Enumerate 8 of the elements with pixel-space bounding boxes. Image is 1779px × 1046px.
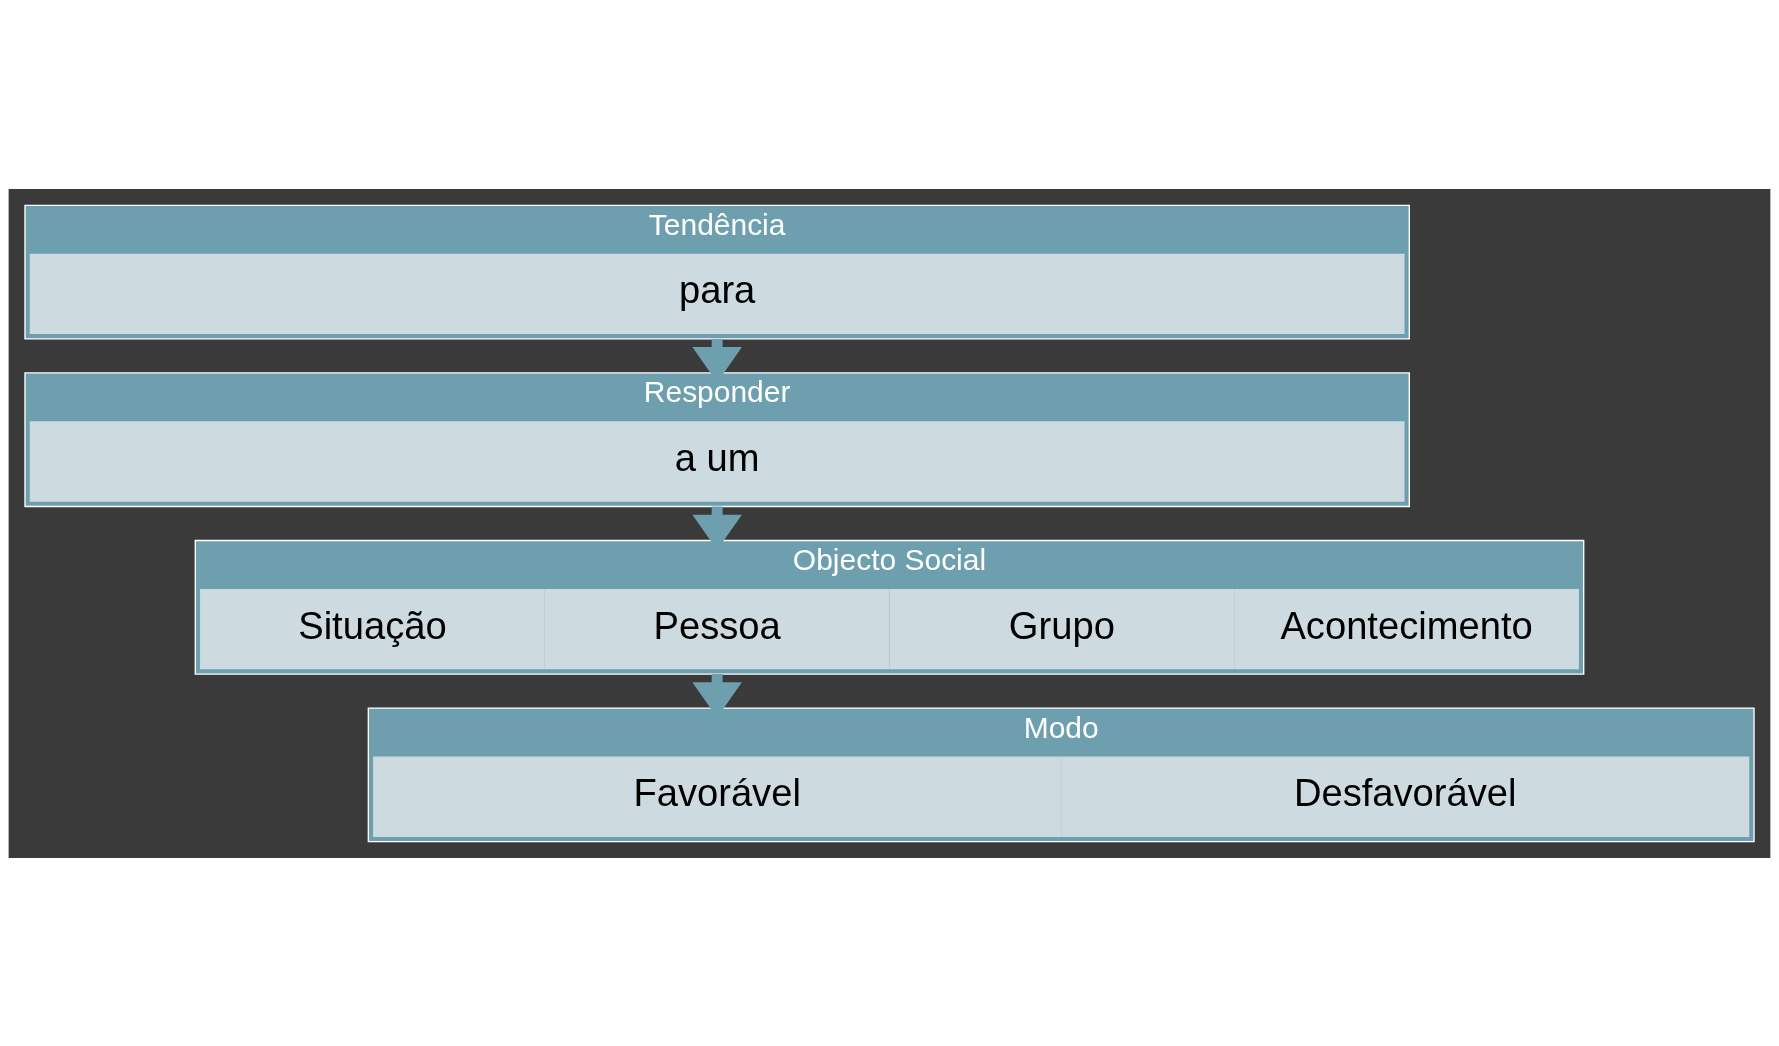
node-box: Acontecimento bbox=[1234, 588, 1579, 669]
node-box: a um bbox=[29, 420, 1405, 502]
node-box: Grupo bbox=[889, 588, 1235, 669]
node-box: Favorável bbox=[373, 756, 1062, 837]
node-box: Pessoa bbox=[544, 588, 890, 669]
node-box: Desfavorável bbox=[1061, 756, 1750, 837]
node-box: para bbox=[29, 253, 1405, 334]
node-box: Situação bbox=[200, 588, 545, 669]
